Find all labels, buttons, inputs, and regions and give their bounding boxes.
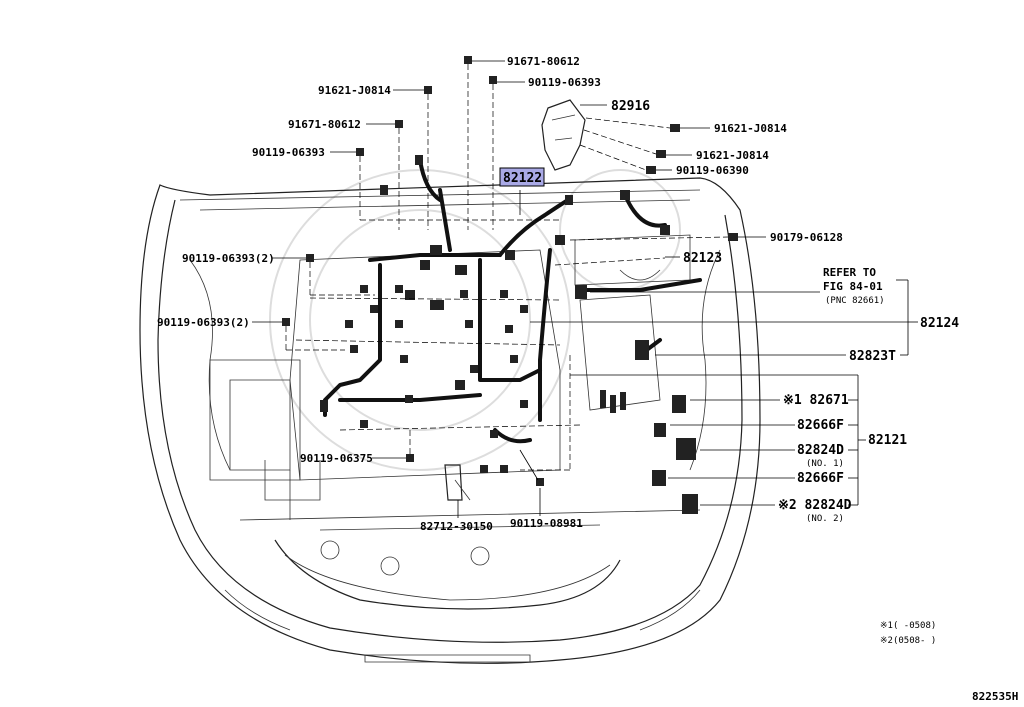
label-90119-06375: 90119-06375: [300, 452, 373, 465]
label-91671-b: 91671-80612: [288, 118, 361, 131]
label-90179: 90179-06128: [770, 231, 843, 244]
label-82123: 82123: [683, 251, 722, 266]
label-82824D-a: 82824D: [797, 443, 844, 458]
relay-82712: [444, 464, 471, 501]
part-labels: 91671-80612 90119-06393 91621-J0814 9167…: [157, 55, 1018, 703]
label-90119-06390: 90119-06390: [676, 164, 749, 177]
label-82916: 82916: [611, 99, 650, 114]
bracket-82916: [541, 99, 586, 171]
note-2: ※2(0508- ): [880, 636, 936, 646]
note-1: ※1( -0508): [880, 621, 936, 631]
label-82824D-b: ※2 82824D: [778, 498, 852, 513]
watermark: [269, 169, 681, 471]
label-90119-2b: 90119-06393(2): [157, 316, 250, 329]
label-82124: 82124: [920, 316, 959, 331]
diagram-code: 822535H: [972, 690, 1018, 703]
label-refer-2: FIG 84-01: [823, 280, 883, 293]
label-90119-08981: 90119-08981: [510, 517, 583, 530]
label-82666F-b: 82666F: [797, 471, 844, 486]
label-82121: 82121: [868, 433, 907, 448]
label-90119-top: 90119-06393: [528, 76, 601, 89]
label-82671: ※1 82671: [783, 393, 849, 408]
label-82712: 82712-30150: [420, 520, 493, 533]
label-82666F-a: 82666F: [797, 418, 844, 433]
label-90119-2a: 90119-06393(2): [182, 252, 275, 265]
label-90119-c: 90119-06393: [252, 146, 325, 159]
highlight-82122: [499, 167, 545, 187]
label-82122: 82122: [503, 171, 542, 186]
label-91621-r1: 91621-J0814: [714, 122, 787, 135]
connectors: [282, 56, 738, 514]
label-no1: (NO. 1): [806, 459, 844, 469]
label-82823T: 82823T: [849, 349, 896, 364]
label-refer-1: REFER TO: [823, 266, 876, 279]
label-91621-r2: 91621-J0814: [696, 149, 769, 162]
label-refer-3: (PNC 82661): [825, 296, 885, 306]
label-91621-a: 91621-J0814: [318, 84, 391, 97]
label-91671-top: 91671-80612: [507, 55, 580, 68]
leader-lines: [252, 60, 918, 518]
label-no2: (NO. 2): [806, 514, 844, 524]
